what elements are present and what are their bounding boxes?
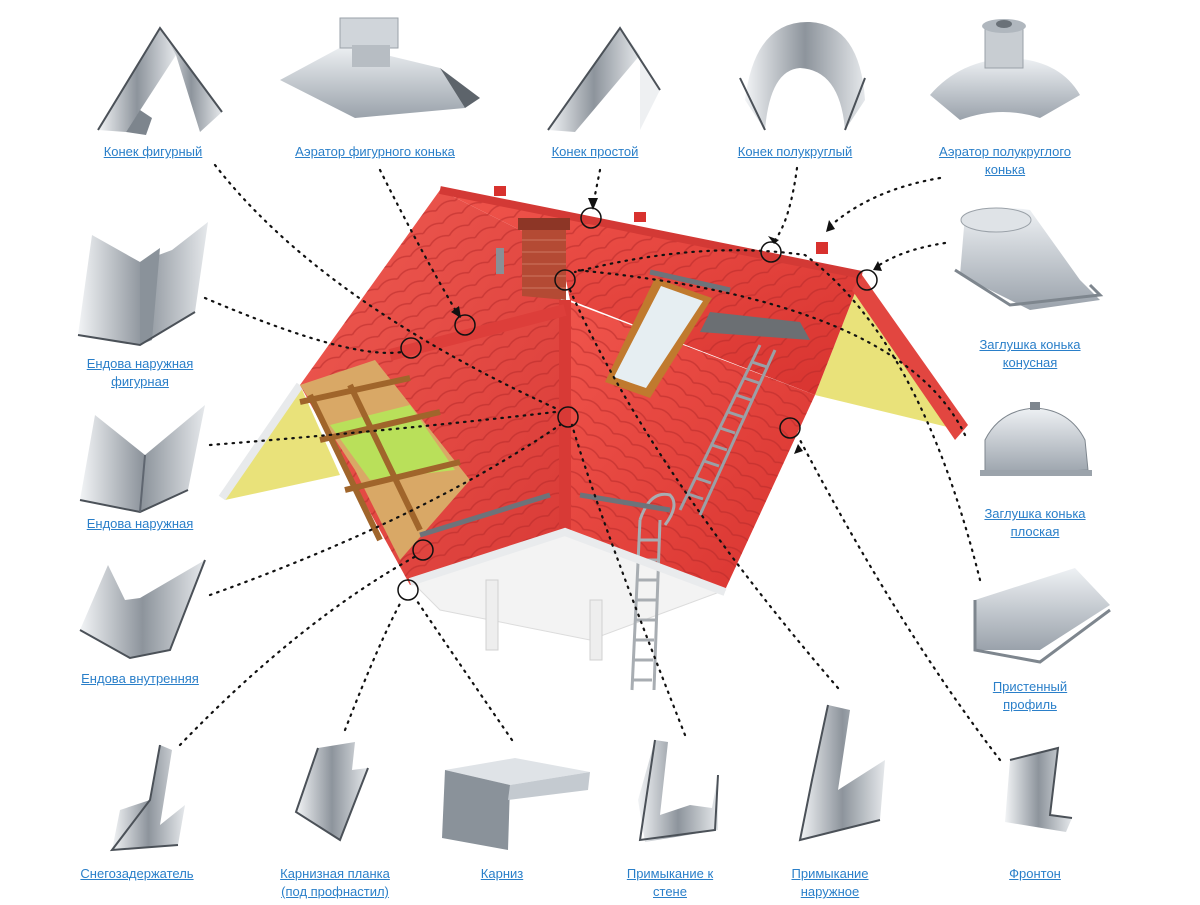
eaves-strip-icon — [294, 742, 369, 842]
label-inner-valley[interactable]: Ендова внутренняя — [81, 671, 199, 686]
left-gable-trim — [218, 382, 304, 501]
chimney-cap — [518, 218, 570, 230]
outer-abutment-icon — [798, 704, 885, 842]
label-snow-guard[interactable]: Снегозадержатель — [80, 866, 194, 881]
label-simple-ridge[interactable]: Конек простой — [551, 144, 639, 159]
wall-abutment-icon — [638, 739, 719, 842]
left-gable — [225, 385, 340, 500]
label-semicircle-ridge[interactable]: Конек полукруглый — [737, 144, 853, 159]
ridge-aerator-1 — [494, 186, 506, 196]
hip-ridge — [388, 304, 567, 361]
simple-ridge-icon — [547, 26, 661, 132]
figured-outer-valley-icon — [77, 222, 208, 347]
label-eaves[interactable]: Карниз — [480, 866, 524, 881]
leader-lines — [178, 163, 1002, 762]
roof-walkway — [700, 312, 810, 340]
figured-ridge-aerator-icon — [280, 17, 480, 118]
label-outer-valley[interactable]: Ендова наружная — [86, 516, 194, 531]
house-roof-illustration — [218, 186, 968, 691]
label-figured-ridge[interactable]: Конек фигурный — [103, 144, 203, 159]
semicircle-ridge-icon — [739, 21, 866, 131]
wall-profile-icon — [973, 568, 1111, 664]
vent-pipe — [496, 248, 504, 274]
roof-ladder — [678, 344, 777, 516]
downpipe-left — [485, 579, 499, 651]
conical-ridge-cap-icon — [954, 207, 1104, 310]
insulation-layer — [330, 405, 455, 480]
ridge-aerator-3 — [816, 242, 828, 254]
gable-profile-icon — [1005, 746, 1073, 832]
figured-ridge-icon — [97, 26, 223, 135]
flat-ridge-cap-icon — [980, 402, 1092, 476]
outer-valley-icon — [79, 405, 205, 514]
roof-right-edge — [852, 275, 968, 440]
callout-markers — [397, 207, 878, 601]
leader-arrows — [451, 198, 882, 454]
skylight-glass — [614, 286, 703, 388]
gutter — [408, 527, 727, 596]
eaves-icon — [442, 758, 590, 850]
label-eaves-strip[interactable]: Карнизная планка(под профнастил) — [280, 866, 390, 899]
rafters — [299, 375, 461, 542]
label-gable-profile[interactable]: Фронтон — [1009, 866, 1061, 881]
roof-ridge — [439, 186, 863, 279]
downpipe-right — [589, 599, 603, 661]
ridge-aerator-2 — [634, 212, 646, 222]
semicircle-ridge-aerator-icon — [930, 19, 1080, 120]
label-figured-ridge-aerator[interactable]: Аэратор фигурного конька — [295, 144, 455, 159]
snow-guards — [419, 269, 731, 538]
snow-guard-profile-icon — [109, 744, 185, 852]
inner-valley-icon — [79, 559, 206, 660]
